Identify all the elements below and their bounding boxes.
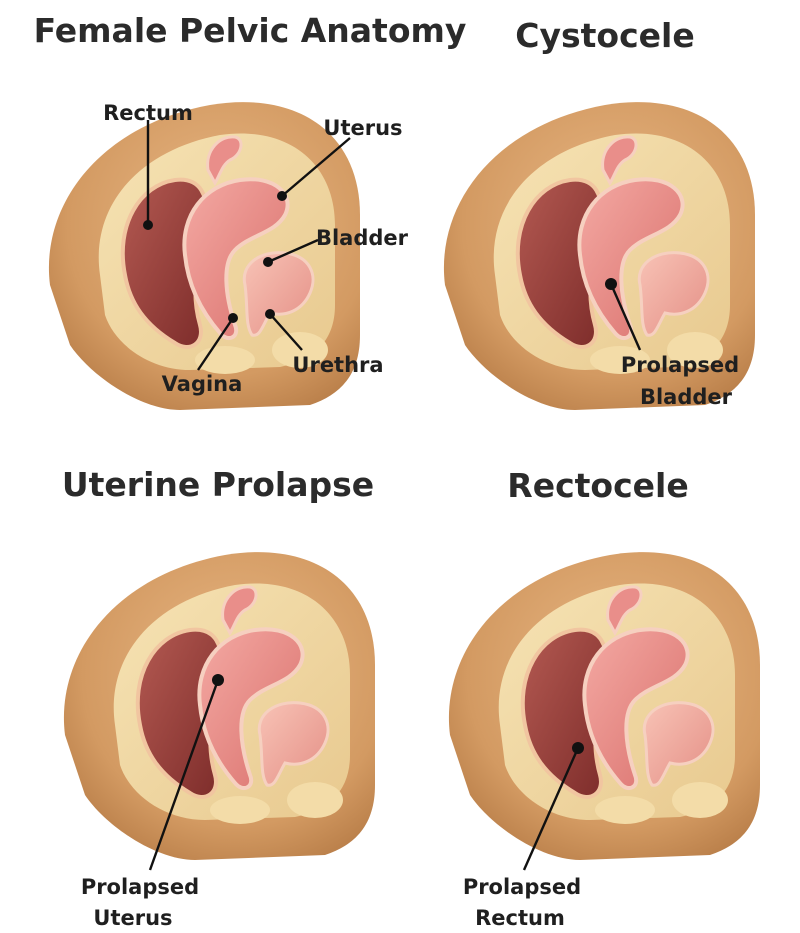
panel-title: Female Pelvic Anatomy bbox=[34, 11, 467, 50]
panel-cystocele: Cystocele Prolapsed Bladder bbox=[441, 16, 757, 412]
label-uterus: Uterus bbox=[323, 116, 402, 140]
label-bladder: Bladder bbox=[640, 385, 733, 409]
label-prolapsed: Prolapsed bbox=[621, 353, 739, 377]
pelvis-illustration bbox=[446, 550, 762, 862]
label-vagina: Vagina bbox=[162, 372, 243, 396]
panel-title: Cystocele bbox=[515, 16, 694, 55]
label-prolapsed: Prolapsed bbox=[81, 875, 199, 899]
panel-title: Uterine Prolapse bbox=[62, 465, 374, 504]
label-urethra: Urethra bbox=[292, 353, 383, 377]
pelvis-illustration bbox=[61, 550, 377, 862]
panel-female-pelvic-anatomy: Female Pelvic Anatomy Rectum Uterus Blad… bbox=[34, 11, 467, 412]
label-uterus: Uterus bbox=[93, 906, 172, 930]
panel-title: Rectocele bbox=[507, 466, 688, 505]
panel-uterine-prolapse: Uterine Prolapse Prolapsed Uterus bbox=[61, 465, 377, 930]
label-bladder: Bladder bbox=[316, 226, 409, 250]
label-rectum: Rectum bbox=[103, 101, 193, 125]
label-rectum: Rectum bbox=[475, 906, 565, 930]
panel-rectocele: Rectocele Prolapsed Rectum bbox=[446, 466, 762, 930]
label-prolapsed: Prolapsed bbox=[463, 875, 581, 899]
